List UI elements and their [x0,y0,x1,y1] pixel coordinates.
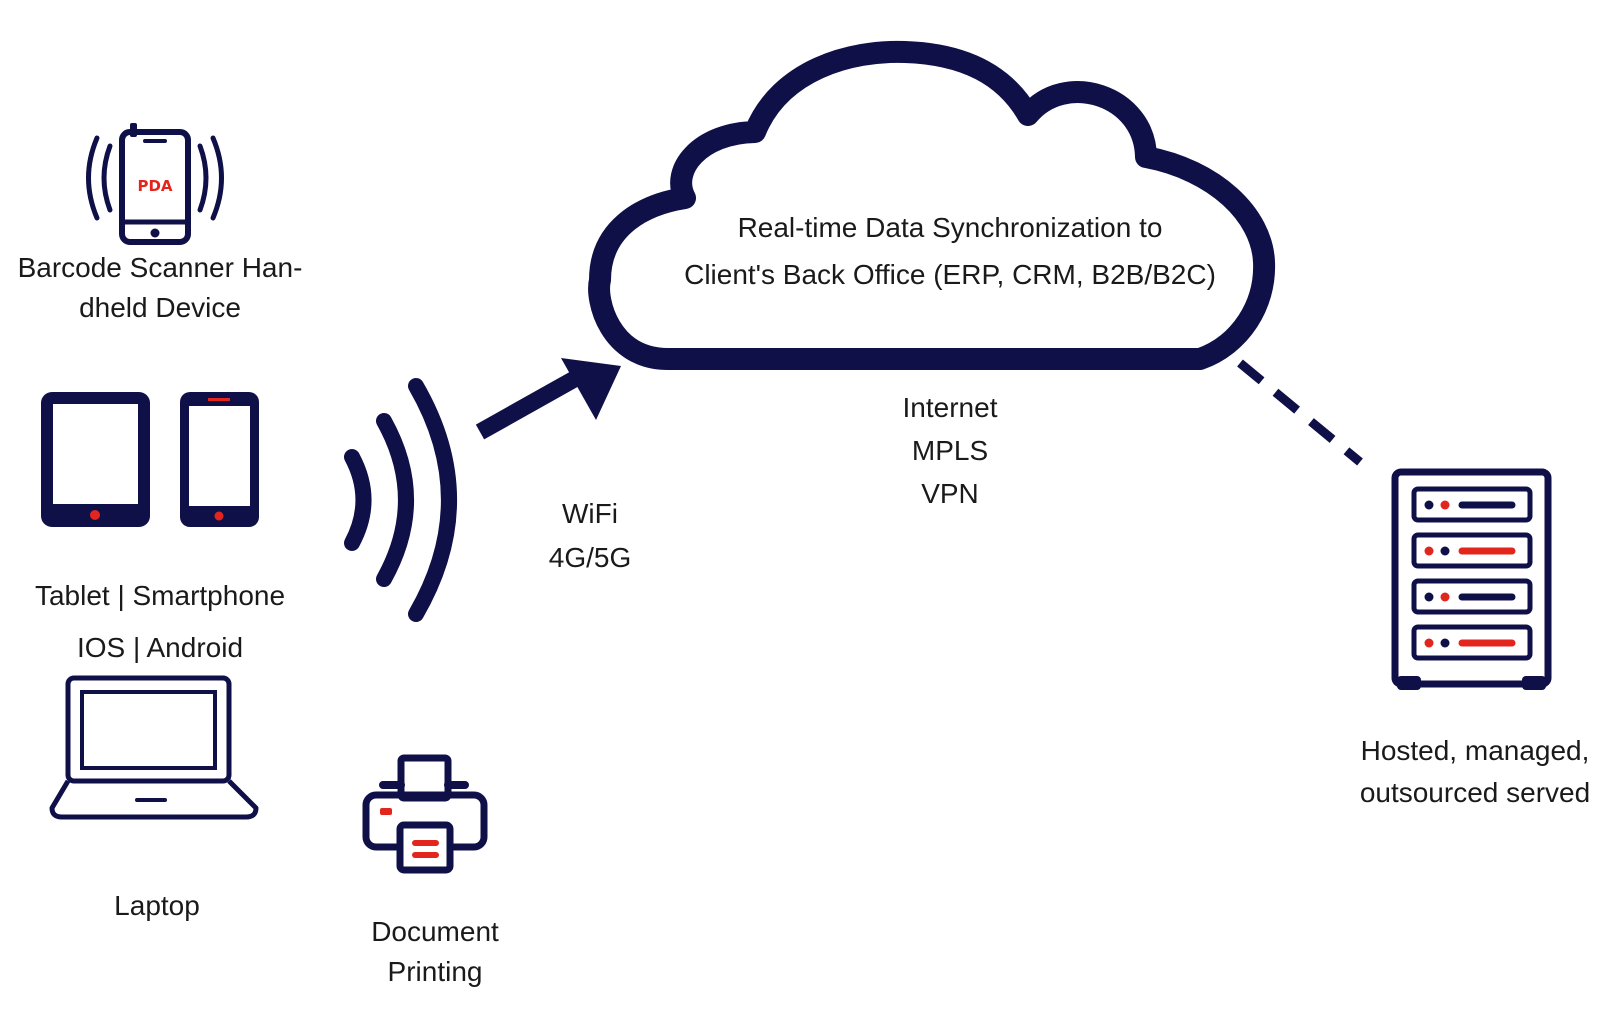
server-unit [1411,578,1533,615]
server-unit [1411,624,1533,661]
network-type: MPLS [911,435,989,466]
server-label: Hosted, managed, outsourced served [1345,730,1605,814]
tablet-smartphone-label: Tablet | Smartphone IOS | Android [5,570,315,674]
pda-label-line: Barcode Scanner Han- [17,252,303,283]
printer-label-line: Printing [387,956,483,987]
tablet-smartphone-label-line: Tablet | Smartphone [34,580,286,611]
cloud-text-line: Real-time Data Synchronization to [737,212,1163,243]
smartphone-icon [180,392,259,527]
platform-label-line: IOS | Android [76,632,244,663]
cloud-icon [588,40,1276,370]
wireless-label-line: 4G/5G [548,542,632,573]
server-label-line: Hosted, managed, [1360,735,1590,766]
printer-label-line: Document [371,916,499,947]
cloud-text-line: Client's Back Office (ERP, CRM, B2B/B2C) [684,259,1216,290]
wireless-signal-icon [344,378,457,622]
printer-icon [362,754,488,874]
arrow-to-cloud-icon [475,358,621,440]
wireless-label: WiFi 4G/5G [520,492,660,580]
cloud-text: Real-time Data Synchronization to Client… [670,204,1230,298]
pda-label-line: dheld Device [79,292,241,323]
tablet-icon [41,392,150,527]
server-label-line: outsourced served [1359,777,1591,808]
server-unit [1411,532,1533,569]
pda-label: Barcode Scanner Han- dheld Device [5,248,315,328]
server-unit [1411,486,1533,523]
laptop-icon [49,675,259,820]
network-types-label: Internet MPLS VPN [860,386,1040,515]
dashed-connection-line [1237,359,1363,466]
printer-label: Document Printing [335,912,535,992]
network-type: VPN [921,478,979,509]
pda-scanner-icon: PDA [86,123,224,245]
network-type: Internet [902,392,998,423]
server-rack-icon [1391,468,1552,690]
wireless-label-line: WiFi [562,498,618,529]
pda-screen-text: PDA [137,177,172,195]
laptop-label: Laptop [114,890,200,921]
